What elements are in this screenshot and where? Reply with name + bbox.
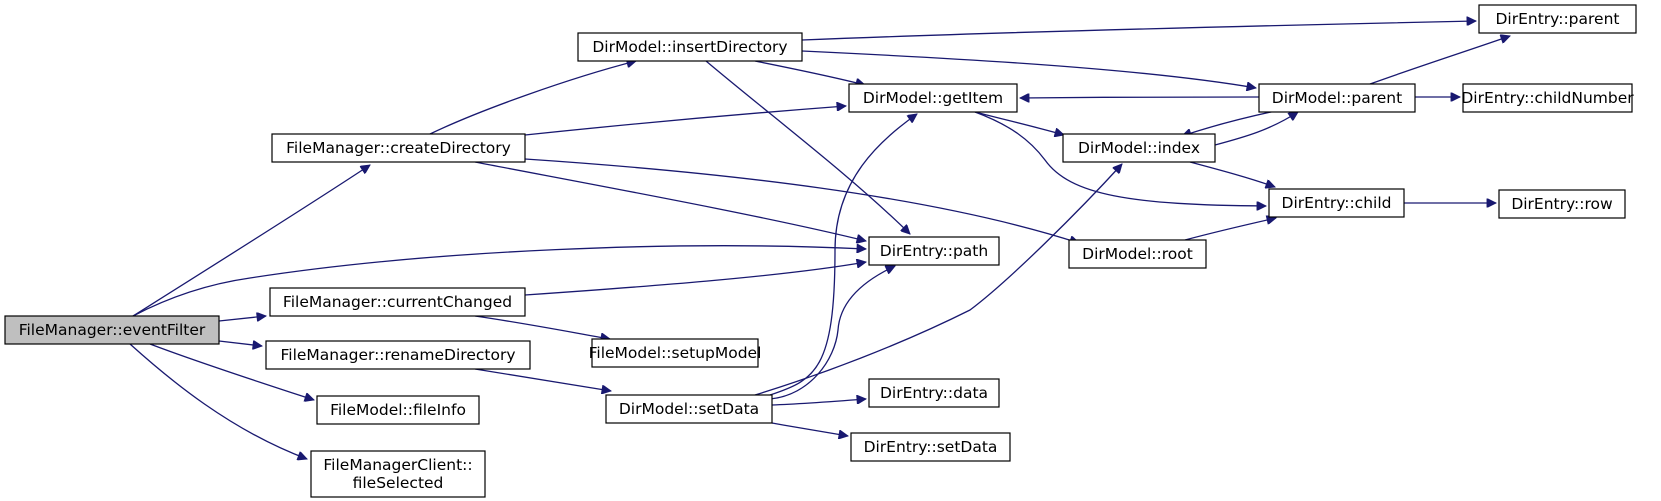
node-renameDirectory[interactable]: FileManager::renameDirectory: [265, 340, 531, 370]
node-insertDirectory[interactable]: DirModel::insertDirectory: [577, 32, 803, 62]
node-label-fileInfo: FileModel::fileInfo: [330, 401, 466, 419]
edge-setData-to-index: [754, 164, 1122, 396]
node-box-eventFilter: [4, 315, 220, 345]
edge-root-to-child: [1184, 218, 1276, 241]
node-entrySetData[interactable]: DirEntry::setData: [850, 432, 1011, 462]
node-label-entrySetData: DirEntry::setData: [864, 438, 998, 456]
edges-layer: [129, 21, 1510, 459]
node-box-createDirectory: [271, 133, 526, 163]
node-label-root: DirModel::root: [1082, 245, 1193, 263]
node-label-childNumber: DirEntry::childNumber: [1461, 89, 1634, 107]
edge-eventFilter-to-fileInfo: [149, 343, 314, 400]
node-box-parentEntry: [1478, 4, 1637, 34]
edge-eventFilter-to-fileSelected: [129, 343, 307, 459]
node-box-getItem: [848, 83, 1018, 113]
node-label-fileSelected-line2: fileSelected: [353, 474, 444, 492]
node-box-renameDirectory: [265, 340, 531, 370]
node-box-setupModel: [591, 338, 759, 368]
node-label-child: DirEntry::child: [1282, 194, 1392, 212]
node-root[interactable]: DirModel::root: [1068, 239, 1207, 269]
edge-setData-to-entryData: [771, 399, 866, 406]
node-box-path: [868, 236, 1000, 266]
node-box-root: [1068, 239, 1207, 269]
node-child[interactable]: DirEntry::child: [1268, 188, 1405, 218]
edge-insertDirectory-to-parentEntry: [801, 21, 1476, 41]
nodes-layer: FileManager::eventFilter FileManager::cre…: [4, 4, 1637, 498]
edge-eventFilter-to-currentChanged: [218, 316, 266, 322]
node-parentEntry[interactable]: DirEntry::parent: [1478, 4, 1637, 34]
node-label-createDirectory: FileManager::createDirectory: [286, 139, 511, 157]
edge-insertDirectory-to-parentModel: [801, 50, 1256, 88]
node-box-index: [1062, 133, 1216, 163]
node-getItem[interactable]: DirModel::getItem: [848, 83, 1018, 113]
node-eventFilter[interactable]: FileManager::eventFilter: [4, 315, 220, 345]
node-setupModel[interactable]: FileModel::setupModel: [589, 338, 762, 368]
edge-parentModel-to-getItem: [1020, 97, 1260, 98]
node-box-insertDirectory: [577, 32, 803, 62]
node-label-fileSelected-line1: FileManagerClient::: [323, 456, 472, 474]
edge-createDirectory-to-insertDirectory: [429, 61, 636, 135]
node-label-path: DirEntry::path: [880, 242, 988, 260]
node-box-currentChanged: [269, 287, 526, 317]
node-childNumber[interactable]: DirEntry::childNumber: [1461, 83, 1634, 113]
node-entryData[interactable]: DirEntry::data: [868, 378, 1000, 408]
node-setData[interactable]: DirModel::setData: [605, 394, 773, 424]
edge-createDirectory-to-getItem: [524, 106, 846, 136]
edge-getItem-to-index: [974, 111, 1064, 135]
edge-renameDirectory-to-setData: [474, 368, 611, 391]
edge-currentChanged-to-path: [524, 262, 866, 296]
node-box-setData: [605, 394, 773, 424]
edge-parentModel-to-parentEntry: [1369, 36, 1510, 85]
node-index[interactable]: DirModel::index: [1062, 133, 1216, 163]
node-label-eventFilter: FileManager::eventFilter: [19, 321, 206, 339]
node-box-fileInfo: [316, 395, 480, 425]
node-label-row: DirEntry::row: [1511, 195, 1613, 213]
edge-insertDirectory-to-getItem: [754, 60, 865, 85]
edge-index-to-child: [1189, 161, 1275, 187]
node-label-currentChanged: FileManager::currentChanged: [283, 293, 512, 311]
node-fileInfo[interactable]: FileModel::fileInfo: [316, 395, 480, 425]
edge-createDirectory-to-path: [474, 161, 866, 241]
node-label-entryData: DirEntry::data: [880, 384, 988, 402]
edge-currentChanged-to-setupModel: [474, 315, 610, 339]
node-box-entrySetData: [850, 432, 1011, 462]
edge-eventFilter-to-createDirectory: [132, 165, 370, 317]
node-currentChanged[interactable]: FileManager::currentChanged: [269, 287, 526, 317]
edge-insertDirectory-to-path: [705, 60, 910, 234]
edge-eventFilter-to-path: [132, 246, 866, 317]
edge-setData-to-path: [769, 266, 895, 400]
node-box-entryData: [868, 378, 1000, 408]
node-label-parentModel: DirModel::parent: [1272, 89, 1402, 107]
node-label-insertDirectory: DirModel::insertDirectory: [592, 38, 787, 56]
node-label-setData: DirModel::setData: [619, 400, 759, 418]
node-box-fileSelected: [310, 450, 486, 498]
node-label-setupModel: FileModel::setupModel: [589, 344, 762, 362]
node-label-renameDirectory: FileManager::renameDirectory: [280, 346, 515, 364]
node-box-child: [1268, 188, 1405, 218]
edge-setData-to-entrySetData: [771, 422, 848, 436]
node-box-row: [1498, 189, 1626, 219]
node-box-childNumber: [1462, 83, 1633, 113]
node-row[interactable]: DirEntry::row: [1498, 189, 1626, 219]
node-label-index: DirModel::index: [1078, 139, 1200, 157]
node-label-parentEntry: DirEntry::parent: [1496, 10, 1620, 28]
edge-eventFilter-to-renameDirectory: [218, 340, 262, 346]
node-label-getItem: DirModel::getItem: [863, 89, 1003, 107]
edge-getItem-to-child: [974, 111, 1266, 206]
edge-index-to-parentModel: [1214, 111, 1298, 146]
node-box-parentModel: [1258, 83, 1416, 113]
node-parentModel[interactable]: DirModel::parent: [1258, 83, 1416, 113]
node-createDirectory[interactable]: FileManager::createDirectory: [271, 133, 526, 163]
node-fileSelected[interactable]: FileManagerClient::fileSelected: [310, 450, 486, 498]
node-path[interactable]: DirEntry::path: [868, 236, 1000, 266]
edge-createDirectory-to-root: [524, 158, 1079, 243]
